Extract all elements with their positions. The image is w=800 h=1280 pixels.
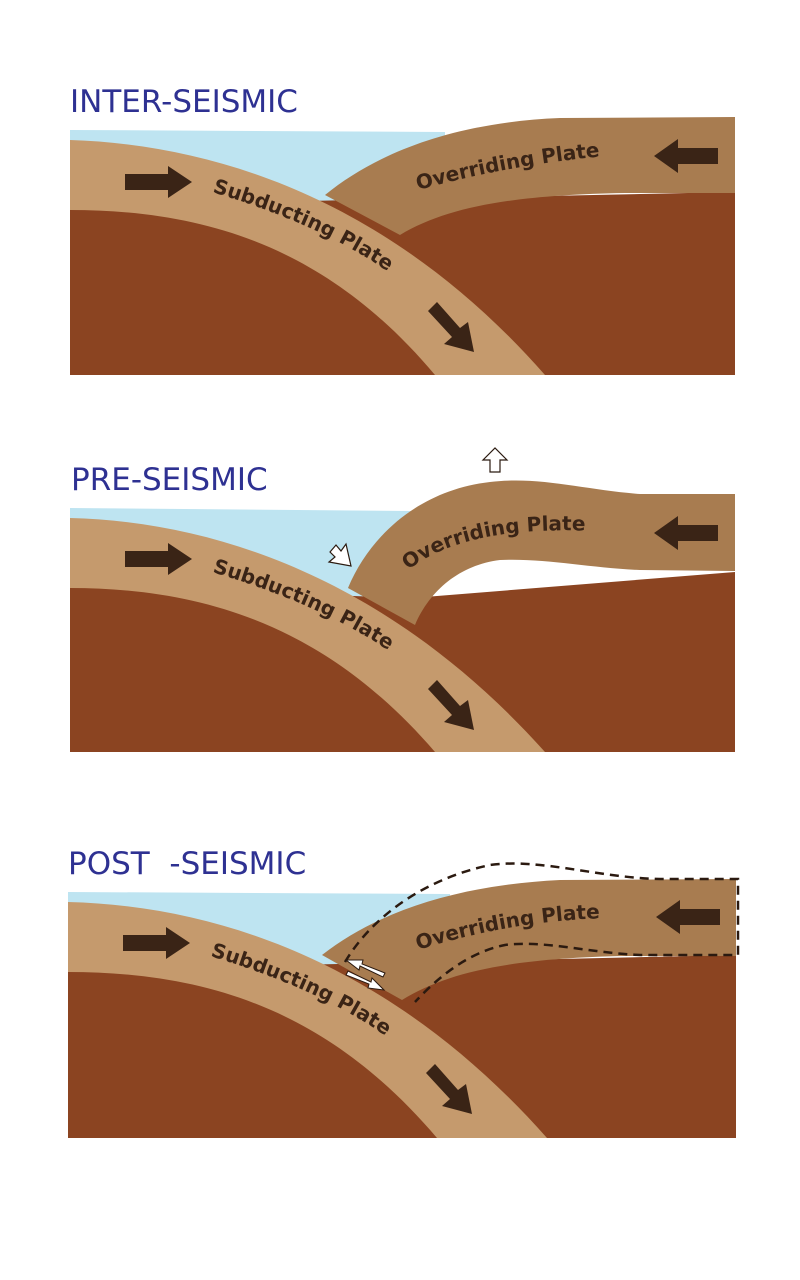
panel-inter-seismic: INTER-SEISMIC Subducting Plate Overridin…	[70, 84, 735, 375]
stage-title: INTER-SEISMIC	[70, 84, 298, 120]
overriding-plate	[322, 879, 736, 1000]
subducting-plate	[70, 518, 545, 752]
stage-title: PRE-SEISMIC	[71, 462, 268, 498]
overriding-plate	[325, 117, 735, 235]
plate-motion-arrow-icon	[123, 900, 720, 1114]
fault-slip-arrows-icon	[344, 959, 386, 991]
panel-pre-seismic: PRE-SEISMIC Subducting Plate Overriding …	[70, 447, 735, 752]
subducting-plate	[70, 140, 545, 375]
overriding-plate	[348, 480, 735, 625]
panel-post-seismic: POST -SEISMIC Subducting Plate Overridin…	[68, 846, 740, 1138]
plate-motion-arrow-icon	[125, 516, 718, 730]
plate-motion-arrow-icon	[125, 139, 718, 352]
stage-title: POST -SEISMIC	[68, 846, 306, 882]
previous-position-outline-icon	[343, 862, 740, 1003]
uplift-arrow-icon	[481, 447, 509, 473]
drag-arrow-icon	[327, 542, 352, 567]
subducting-plate	[68, 902, 547, 1138]
